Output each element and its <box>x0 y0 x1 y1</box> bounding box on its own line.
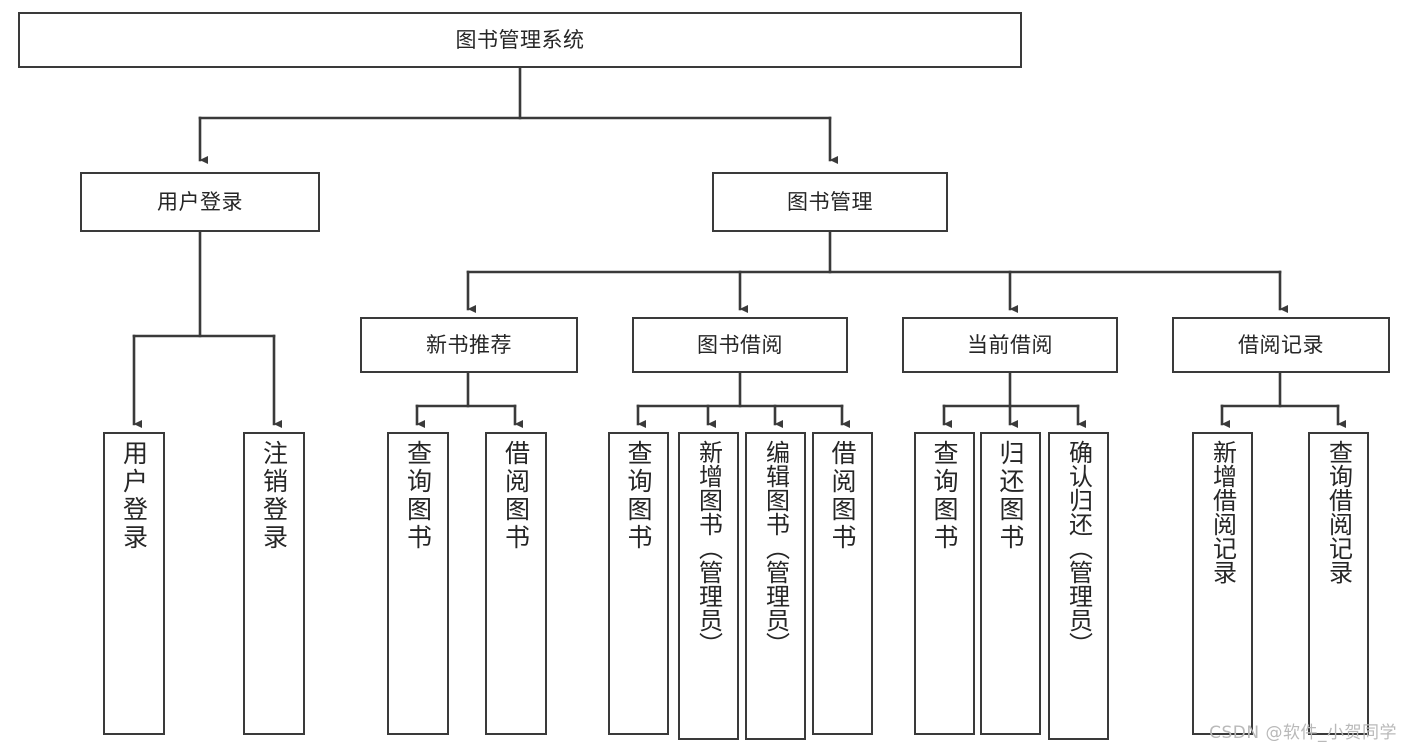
node-label: 借阅图书 <box>501 440 531 552</box>
node-label: 查询图书 <box>624 440 653 552</box>
leaf-new-book-borrow[interactable]: 借阅图书 <box>485 432 547 735</box>
leaf-current-borrow-query[interactable]: 查询图书 <box>914 432 975 735</box>
node-book-borrow[interactable]: 图书借阅 <box>632 317 848 373</box>
leaf-current-borrow-return[interactable]: 归还图书 <box>980 432 1041 735</box>
node-label: 图书管理 <box>787 189 873 214</box>
node-label: 图书借阅 <box>697 332 783 357</box>
node-label: 借阅图书 <box>828 440 857 552</box>
node-book-management[interactable]: 图书管理 <box>712 172 948 232</box>
node-label: 借阅记录 <box>1238 332 1324 357</box>
leaf-book-borrow-borrow[interactable]: 借阅图书 <box>812 432 873 735</box>
watermark-text: CSDN @软件_小贺同学 <box>1209 723 1397 743</box>
leaf-current-borrow-confirm-return[interactable]: 确认归还（管理员） <box>1048 432 1109 740</box>
leaf-user-login-login[interactable]: 用户登录 <box>103 432 165 735</box>
node-label: 图书管理系统 <box>455 27 585 52</box>
node-current-borrow[interactable]: 当前借阅 <box>902 317 1118 373</box>
node-label: 查询图书 <box>930 440 959 552</box>
leaf-user-login-logout[interactable]: 注销登录 <box>243 432 305 735</box>
node-label: 用户登录 <box>119 440 149 552</box>
leaf-borrow-record-query[interactable]: 查询借阅记录 <box>1308 432 1369 735</box>
node-label: 注销登录 <box>259 440 289 552</box>
node-label: 查询借阅记录 <box>1324 440 1353 584</box>
node-label: 编辑图书（管理员） <box>761 440 790 656</box>
node-label: 新书推荐 <box>426 332 512 357</box>
leaf-borrow-record-add[interactable]: 新增借阅记录 <box>1192 432 1253 735</box>
node-label: 当前借阅 <box>967 332 1053 357</box>
node-label: 归还图书 <box>996 440 1025 552</box>
leaf-book-borrow-add[interactable]: 新增图书（管理员） <box>678 432 739 740</box>
node-root-system[interactable]: 图书管理系统 <box>18 12 1022 68</box>
node-label: 确认归还（管理员） <box>1064 440 1093 656</box>
node-new-book-recommend[interactable]: 新书推荐 <box>360 317 578 373</box>
leaf-book-borrow-query[interactable]: 查询图书 <box>608 432 669 735</box>
node-user-login[interactable]: 用户登录 <box>80 172 320 232</box>
node-borrow-record[interactable]: 借阅记录 <box>1172 317 1390 373</box>
leaf-book-borrow-edit[interactable]: 编辑图书（管理员） <box>745 432 806 740</box>
node-label: 新增图书（管理员） <box>694 440 723 656</box>
node-label: 用户登录 <box>157 189 243 214</box>
node-label: 新增借阅记录 <box>1208 440 1237 584</box>
node-label: 查询图书 <box>403 440 433 552</box>
leaf-new-book-query[interactable]: 查询图书 <box>387 432 449 735</box>
